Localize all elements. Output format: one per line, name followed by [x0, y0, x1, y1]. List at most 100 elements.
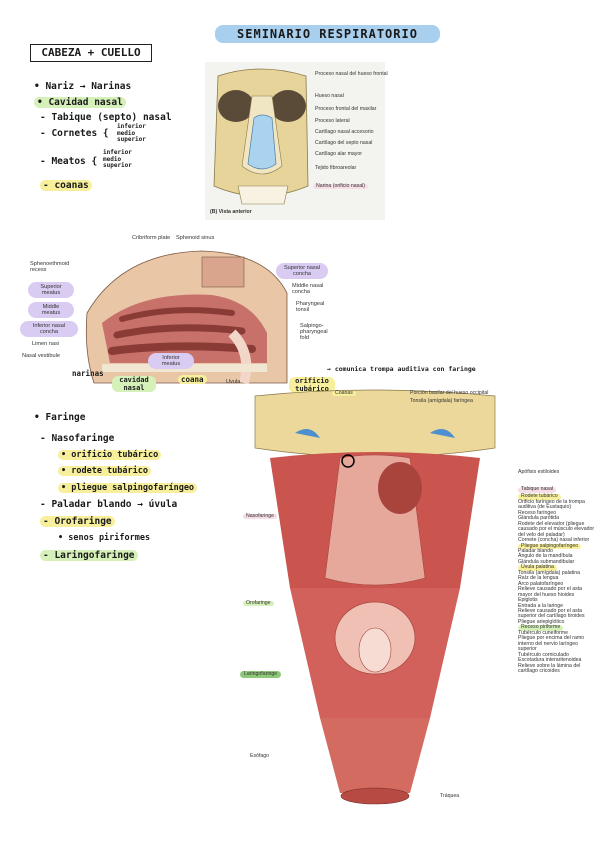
label-pliegue-ariepiglotico: Pliegue ariepiglótico — [518, 618, 565, 625]
label-esofago: Esófago — [250, 753, 270, 759]
label-receso-piriforme: Receso piriforme — [518, 624, 564, 631]
note-orofaringe-text: - Orofaringe — [40, 516, 115, 527]
label-laringofaringe: Laringofaringe — [240, 671, 282, 679]
label-nasofaringe: Nasofaringe — [243, 513, 277, 520]
label-nasal-vestibule: Nasal vestibule — [22, 353, 60, 359]
label-tonsila-faringea: Tonsila (amígdala) faríngea — [410, 398, 473, 404]
label-glandula-submandibular: Glándula submandibular — [518, 558, 575, 565]
note-orofaringe: - Orofaringe — [40, 516, 115, 527]
note-orificio-tubarico-text: • orificio tubárico — [58, 450, 162, 460]
label-tejido-fibroareolar: Tejido fibroareolar — [315, 165, 357, 171]
label-hueso-nasal: Hueso nasal — [315, 93, 344, 99]
label-middle-meatus: Middle meatus — [28, 302, 74, 318]
label-relieve-hioides: Relieve causado por el asta mayor del hu… — [518, 586, 583, 598]
note-rodete-tubarico: • rodete tubárico — [58, 466, 151, 476]
figure-skull-anterior: Proceso nasal del hueso frontal Hueso na… — [205, 62, 388, 220]
note-orificio-tubarico: • orificio tubárico — [58, 450, 162, 460]
annotation-coana: coana — [178, 375, 207, 384]
label-relieve-tiroides: Relieve causado por el asta superior del… — [518, 607, 585, 620]
note-pliegue: • pliegue salpingofaríngeo — [58, 483, 198, 493]
page-title: SEMINARIO RESPIRATORIO — [215, 25, 440, 43]
note-cornetes-superior: superior — [117, 136, 146, 143]
right-label-list: Apófisis estiloides Tabique nasal Rodete… — [518, 469, 595, 674]
note-senos-piriformes: • senos piriformes — [58, 533, 151, 543]
label-receso-faringeo: Receso faríngeo — [518, 509, 557, 516]
label-cartilago-alar: Cartílago alar mayor — [315, 151, 362, 157]
annotation-cavidad-nasal: cavidad nasal — [112, 376, 156, 392]
label-escotadura-interaritenoidea: Escotadura interaritenoidea — [518, 657, 582, 664]
label-paladar-blando: Paladar blando — [518, 547, 553, 554]
label-orofaringe: Orofaringe — [243, 600, 274, 607]
label-entrada-laringe: Entrada a la laringe — [518, 602, 563, 609]
note-tabique: - Tabique (septo) nasal — [40, 112, 172, 123]
note-cornetes-inferior: inferior — [117, 123, 146, 130]
note-coanas: - coanas — [40, 180, 92, 191]
label-cribriform-plate: Cribriform plate — [132, 235, 171, 241]
label-superior-nasal-concha: Superior nasal concha — [276, 263, 328, 279]
label-salpingopharyngeal-fold: Salpingo-pharyngeal fold — [300, 323, 328, 341]
label-cartilago-septo: Cartílago del septo nasal — [315, 140, 373, 146]
label-narina: Narina (orificio nasal) — [313, 183, 369, 190]
note-faringe: • Faringe — [34, 412, 86, 423]
label-coanas: Coanas — [332, 390, 356, 397]
label-pharyngeal-tonsil: Pharyngeal tonsil — [296, 301, 325, 313]
label-inferior-nasal-concha: Inferior nasal concha — [20, 321, 78, 337]
label-tuberculo-cuneiforme: Tubérculo cuneiforme — [518, 629, 568, 636]
label-porcion-basilar: Porción basilar del hueso occipital — [410, 390, 489, 396]
label-angulo-mandibula: Ángulo de la mandíbula — [518, 553, 573, 560]
label-uvula-palatina: Úvula palatina — [518, 564, 557, 571]
label-apofisis-estiloides: Apófisis estiloides — [518, 469, 560, 475]
note-meatos: - Meatos { — [40, 156, 98, 167]
pharynx-illustration — [254, 389, 496, 805]
annotation-narinas: narinas — [72, 369, 104, 378]
label-arco-palatofaringeo: Arco palatofaríngeo — [518, 580, 564, 587]
label-sphenoethmoid-recess: Sphenoethmoid recess — [30, 261, 70, 273]
note-laringofaringe: - Laringofaringe — [40, 550, 138, 561]
sagittal-illustration — [85, 250, 288, 385]
label-rodete-tubarico: Rodete tubárico — [518, 493, 561, 500]
note-laringofaringe-text: - Laringofaringe — [40, 550, 138, 561]
section-heading-cabeza: CABEZA + CUELLO — [30, 44, 152, 62]
label-inferior-meatus: Inferior meatus — [148, 353, 194, 369]
label-limen-nasi: Limen nasi — [32, 341, 60, 347]
figure-pharynx: Coanas Porción basilar del hueso occipit… — [240, 388, 595, 808]
label-traquea: Tráquea — [440, 793, 460, 799]
label-uvula: Uvula — [226, 379, 241, 385]
note-nariz: • Nariz → Narinas — [34, 81, 132, 92]
note-paladar-blando: - Paladar blando → úvula — [40, 499, 178, 510]
note-nasofaringe: - Nasofaringe — [40, 433, 115, 444]
note-cornetes-list: inferior medio superior — [117, 123, 146, 144]
label-proceso-nasal-frontal: Proceso nasal del hueso frontal — [315, 71, 388, 77]
note-meatos-list: inferior medio superior — [103, 149, 132, 170]
note-pliegue-text: • pliegue salpingofaríngeo — [58, 483, 198, 493]
label-raiz-lengua: Raíz de la lengua — [518, 575, 559, 582]
label-orificio-faringeo: Orificio faríngeo de la trompa auditiva … — [518, 498, 585, 511]
note-rodete-tubarico-text: • rodete tubárico — [58, 466, 151, 476]
label-middle-nasal-concha: Middle nasal concha — [292, 283, 324, 295]
label-rodete-elevador: Rodete del elevador (pliegue causado por… — [518, 520, 595, 538]
label-tuberculo-corniculado: Tubérculo corniculado — [518, 651, 569, 658]
label-pliegue-salpingofaringeo: Pliegue salpingofaríngeo — [518, 543, 582, 549]
note-cornetes: - Cornetes { — [40, 128, 109, 139]
figure-sagittal: Cribriform plate Sphenoid sinus Sphenoet… — [20, 235, 340, 395]
note-cavidad-nasal: • Cavidad nasal — [34, 97, 126, 108]
label-sphenoid-sinus: Sphenoid sinus — [176, 235, 215, 241]
label-tabique-nasal: Tabique nasal — [518, 486, 557, 493]
skull-illustration — [213, 68, 309, 205]
annotation-orificio-tubarico: orificio tubárico — [289, 377, 335, 393]
label-epiglotis: Epiglotis — [518, 597, 538, 604]
note-meatos-medio: medio — [103, 155, 122, 163]
label-tonsila-palatina: Tonsila (amígdala) palatina — [518, 569, 580, 576]
note-meatos-superior: superior — [103, 162, 132, 169]
label-proceso-frontal-maxilar: Proceso frontal del maxilar — [315, 106, 377, 112]
figure-caption-skull: (B) Vista anterior — [210, 209, 252, 215]
note-meatos-inferior: inferior — [103, 149, 132, 156]
label-cartilago-nasal-accesorio: Cartílago nasal accesorio — [315, 129, 374, 135]
label-glandula-parotida: Glándula parótida — [518, 515, 559, 522]
note-cornetes-medio: medio — [117, 129, 136, 137]
label-superior-meatus: Superior meatus — [28, 282, 74, 298]
label-proceso-lateral: Proceso lateral — [315, 118, 350, 124]
label-pliegue-laringeo-superior: Pliegue por encima del ramo interno del … — [518, 635, 585, 653]
annotation-comunica: → comunica trompa auditiva con faringe — [327, 365, 476, 373]
label-relieve-cricoides: Relieve sobre la lámina del cartílago cr… — [518, 662, 581, 674]
